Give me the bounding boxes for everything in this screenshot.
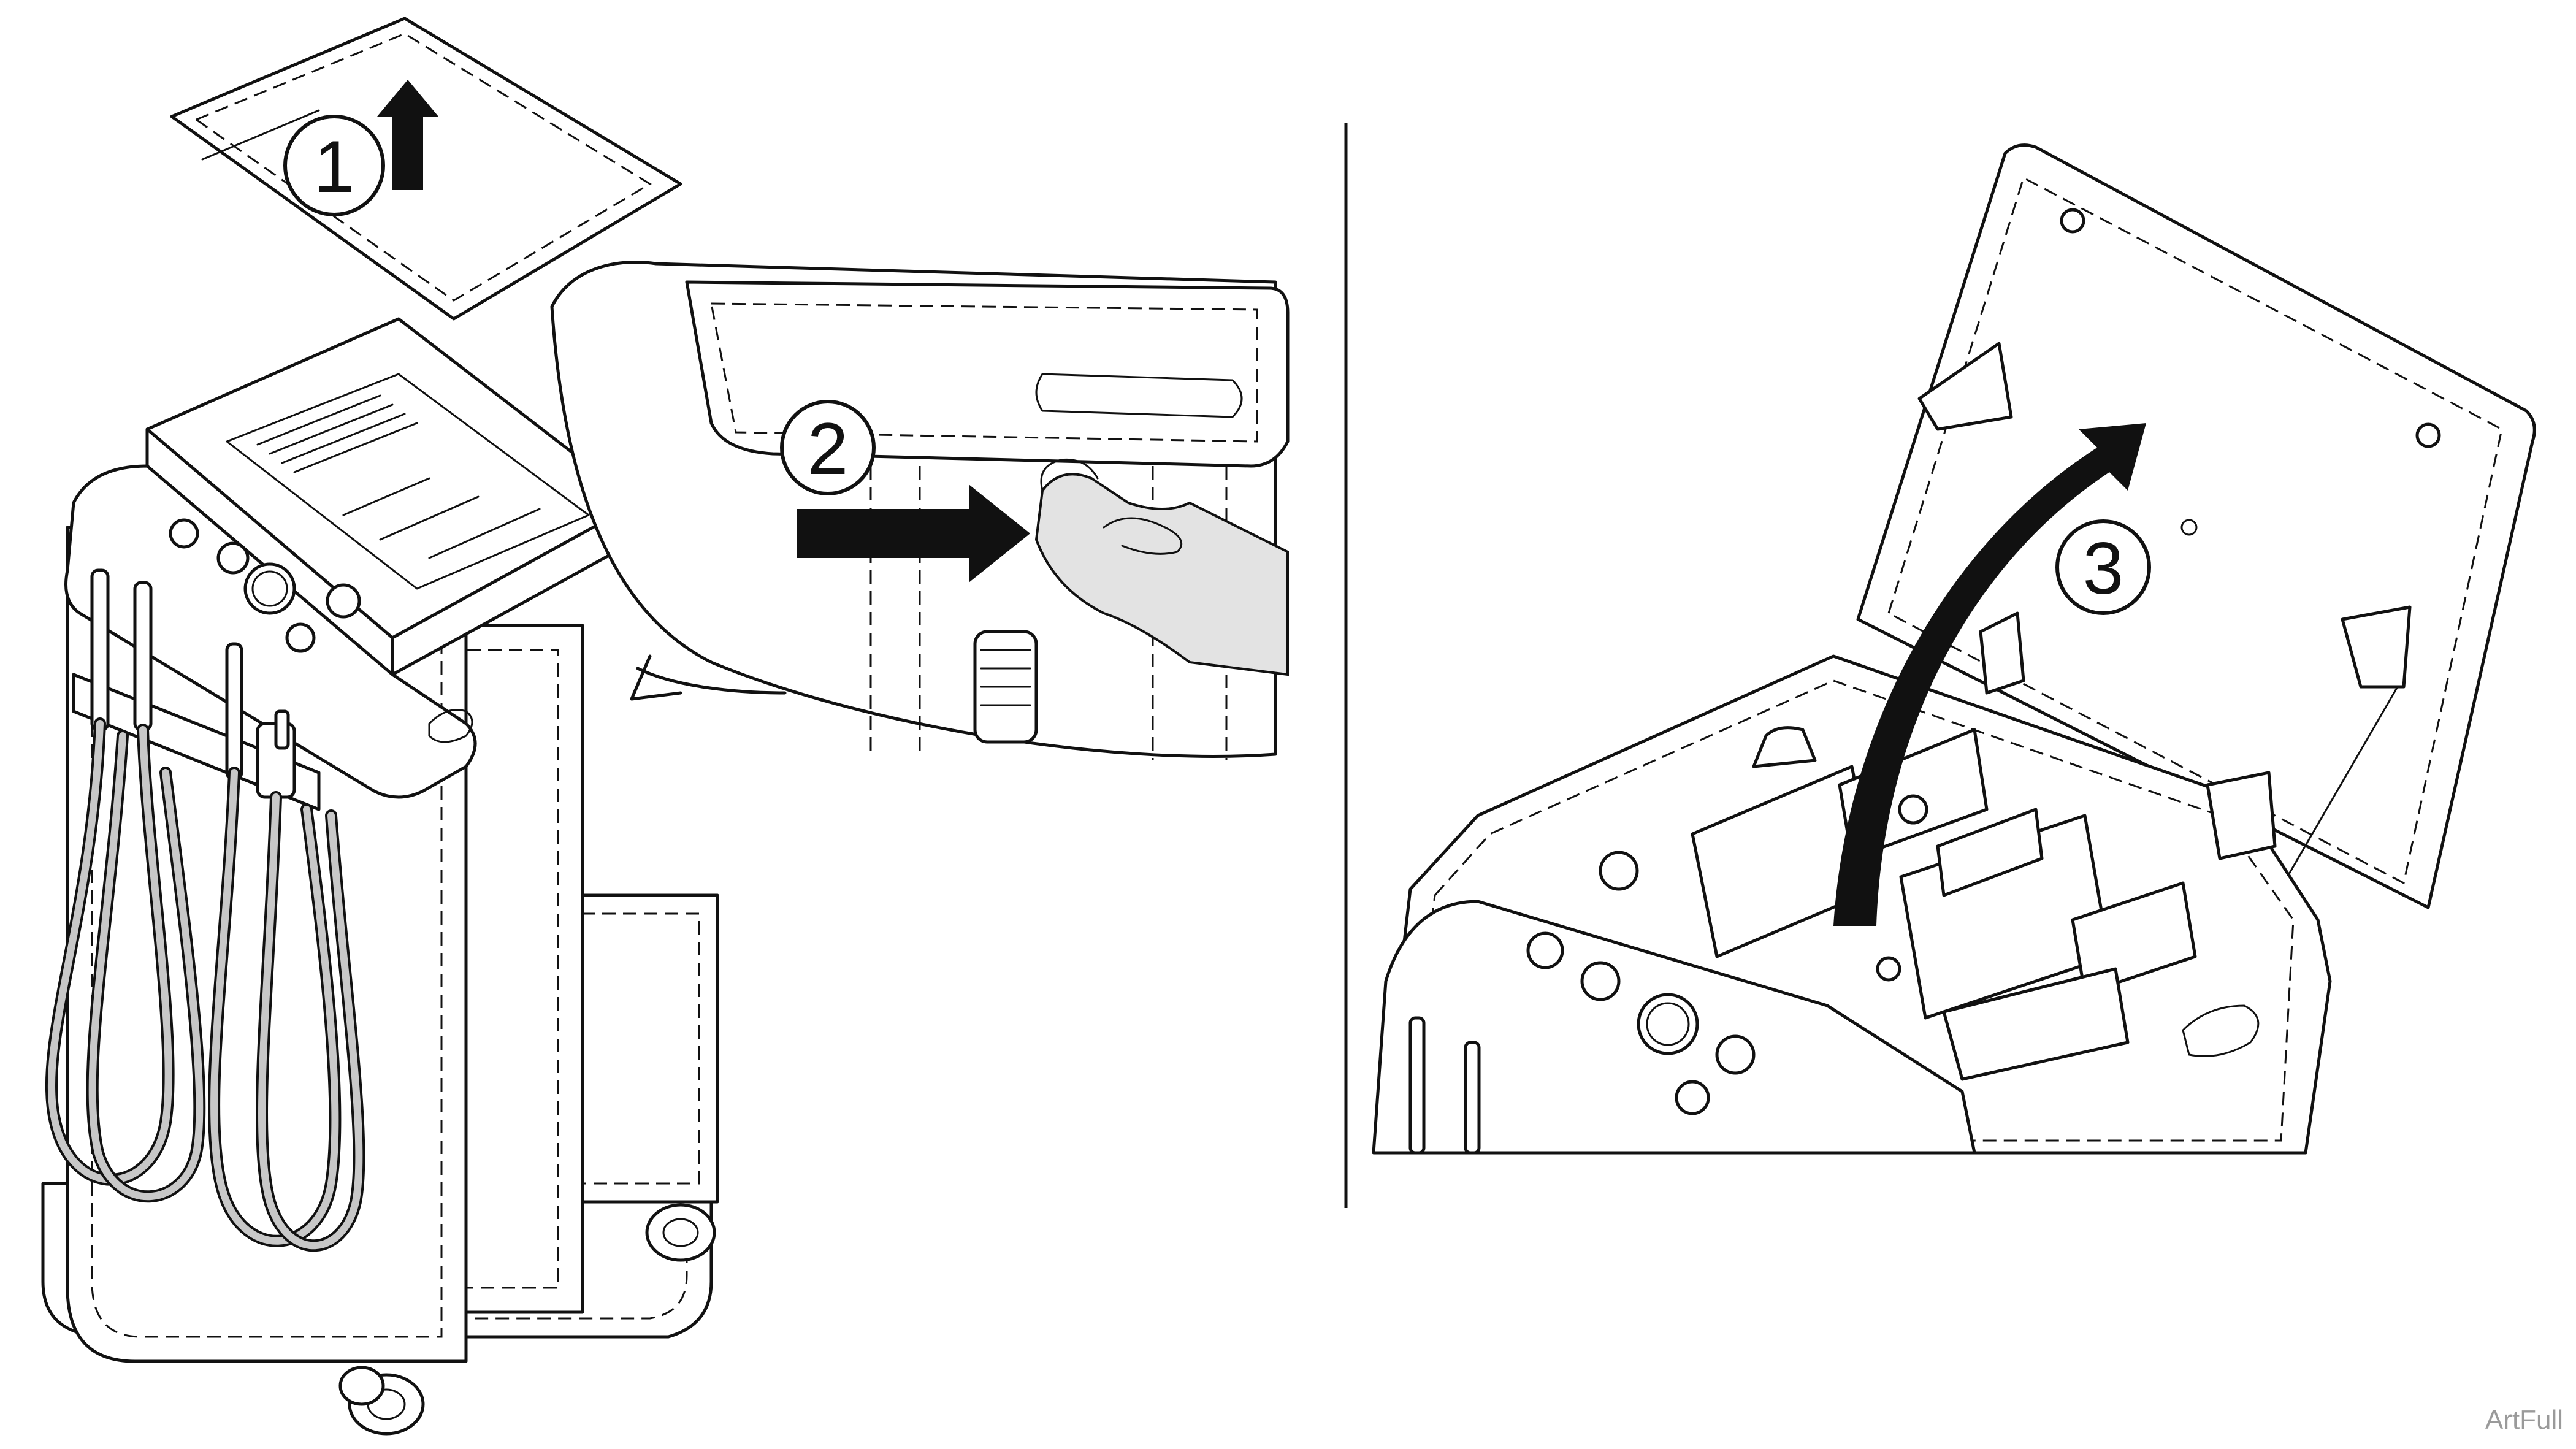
caster-wheels [69,1203,716,1436]
hoses [45,717,365,1252]
magnified-detail-inset [550,261,1290,760]
step-1: 1 [283,80,438,216]
curved-arrow-up-icon [1833,423,2146,926]
step-3-number: 3 [2083,527,2124,610]
step-3: 3 [1833,423,2151,926]
front-control-knobs [1526,931,1756,1115]
arrow-up-icon [377,80,438,190]
internal-components [1599,726,2197,1081]
hand [1034,458,1289,676]
step-1-number: 1 [314,126,355,208]
step-1-circle [283,115,385,216]
step-2-number: 2 [808,408,849,490]
open-cabinet-illustration [1372,143,2536,1155]
instrument-holder [72,568,321,811]
cart-illustration [41,17,719,1436]
step-3-circle [2055,519,2151,615]
step-2-circle [780,400,876,495]
step-2: 2 [780,400,876,495]
arrow-right-icon [797,484,1030,583]
tray [170,17,682,321]
credit-text: ArtFull [2485,1405,2563,1435]
control-knobs [169,518,361,653]
